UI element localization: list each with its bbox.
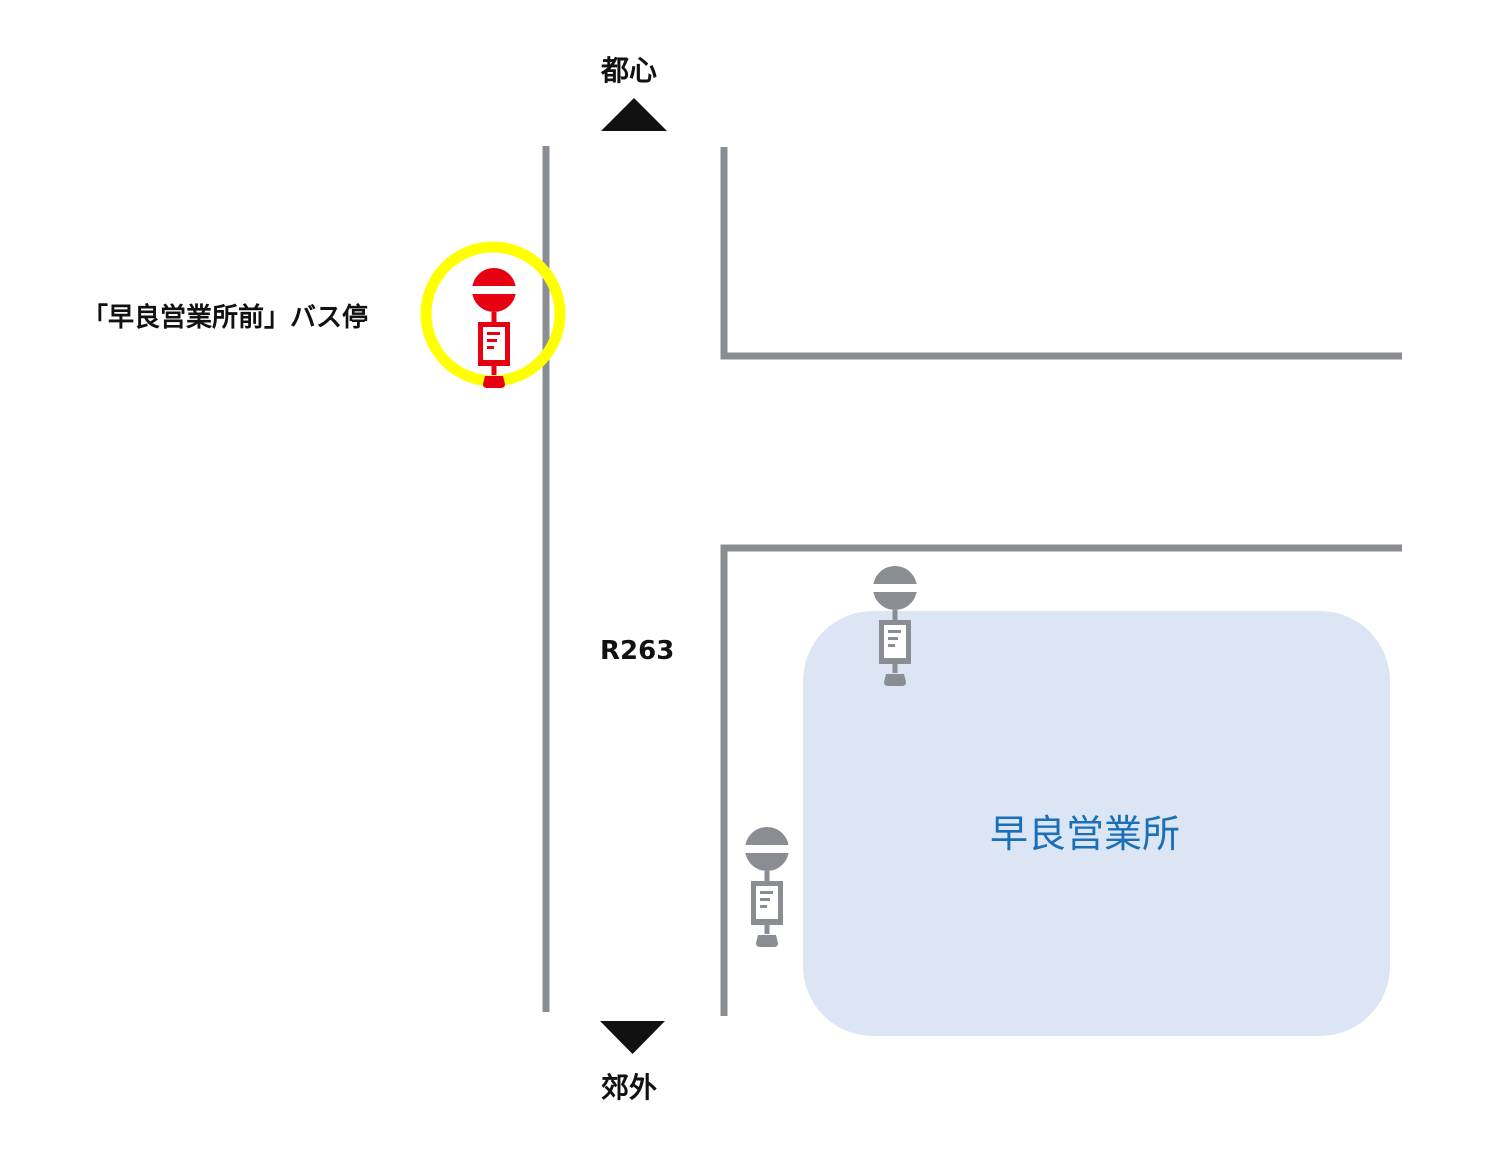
triangle-up-icon bbox=[601, 98, 667, 131]
road-lines bbox=[542, 146, 1402, 1016]
direction-north-label: 都心 bbox=[601, 54, 658, 87]
bus-stop-icon bbox=[744, 827, 790, 947]
side-street-south-edge bbox=[720, 544, 1402, 1016]
direction-south-label: 郊外 bbox=[601, 1071, 658, 1104]
side-street-north-edge bbox=[720, 147, 1402, 360]
triangle-down-icon bbox=[600, 1021, 665, 1054]
bus-stop-icon[interactable] bbox=[471, 268, 517, 388]
road-name-label: R263 bbox=[600, 636, 675, 666]
office-area bbox=[803, 611, 1390, 1036]
bus-stop-name-label: 「早良営業所前」バス停 bbox=[82, 303, 369, 333]
office-name-label: 早良営業所 bbox=[990, 812, 1181, 856]
